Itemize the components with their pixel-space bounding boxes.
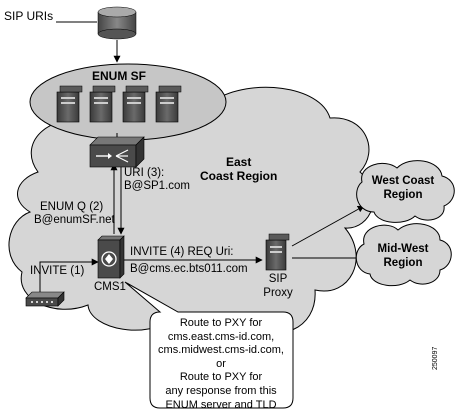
callout-line: cms.east.cms-id.com, (167, 330, 275, 343)
cms-device-icon (97, 235, 125, 279)
invite-4-label-2: B@cms.ec.bts011.com (130, 263, 248, 275)
uri-3-label-2: B@SP1.com (124, 180, 191, 192)
sip-uris-label: SIP URIs (4, 9, 54, 23)
uri-3-label-1: URI (3): (124, 167, 165, 179)
callout-line: or (216, 357, 226, 370)
mid-west-label-2: Region (383, 257, 423, 269)
invite-1-label: INVITE (1) (30, 265, 85, 277)
enum-q-label-2: B@enumSF.net (34, 214, 115, 226)
callout-line: ENUM server and TLD (165, 398, 277, 411)
mid-west-cloud (355, 223, 452, 287)
cms1-label: CMS1 (94, 281, 126, 293)
switch-icon (89, 136, 145, 168)
west-coast-label-1: West Coast (371, 175, 435, 187)
sip-proxy-label-1: SIP (268, 273, 288, 285)
server-icon (56, 85, 83, 123)
server-icon (155, 85, 182, 123)
callout-line: cms.midwest.cms-id.com, (158, 344, 284, 357)
server-icon (122, 85, 149, 123)
server-icon (89, 85, 116, 123)
invite-4-label-1: INVITE (4) REQ Uri: (130, 246, 234, 258)
callout-line: any response from this (165, 384, 277, 397)
west-coast-cloud (356, 160, 455, 223)
east-coast-label-2: Coast Region (200, 169, 278, 183)
connector-lines (39, 21, 365, 295)
figure-id: 250097 (432, 346, 439, 370)
sip-proxy-label-2: Proxy (263, 287, 293, 299)
modem-icon (25, 291, 65, 307)
callout-line: Route to PXY for (179, 317, 263, 329)
enum-sf-label: ENUM SF (92, 69, 146, 83)
mid-west-label-1: Mid-West (377, 243, 429, 255)
callout-line: Route to PXY for (179, 371, 263, 384)
callout-bubble (124, 281, 294, 409)
sip-proxy-icon (265, 233, 290, 271)
east-coast-label-1: East (226, 155, 252, 169)
database-icon (97, 6, 137, 40)
west-coast-label-2: Region (383, 189, 423, 201)
enum-q-label-1: ENUM Q (2) (40, 201, 104, 213)
callout-text: Route to PXY for cms.east.cms-id.com, cm… (151, 317, 291, 412)
